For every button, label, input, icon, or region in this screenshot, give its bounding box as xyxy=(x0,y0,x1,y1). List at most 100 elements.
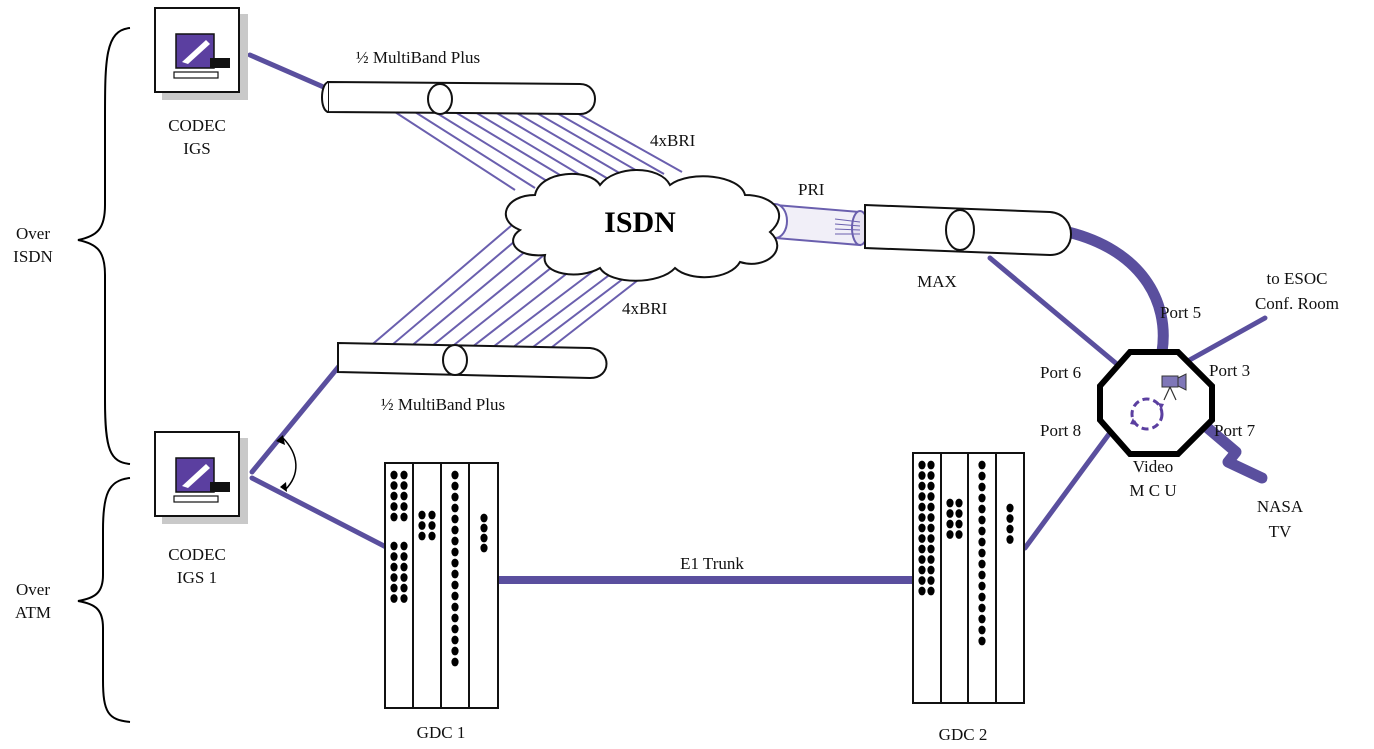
led-dot xyxy=(978,515,986,525)
led-dot xyxy=(918,565,926,575)
led-dot xyxy=(400,552,408,561)
led-dot xyxy=(390,481,398,490)
led-dot xyxy=(400,502,408,511)
led-dot xyxy=(390,541,398,551)
nasa-tv-label-1: NASA xyxy=(1257,497,1304,516)
led-dot xyxy=(927,523,935,533)
gdc2-label: GDC 2 xyxy=(939,725,988,744)
led-dot xyxy=(978,592,986,602)
led-dot xyxy=(451,646,459,656)
mcu-label-1: Video xyxy=(1133,457,1174,476)
brace-over-isdn xyxy=(77,27,131,465)
led-dot xyxy=(927,534,935,543)
bri-bottom-label: 4xBRI xyxy=(622,299,668,318)
port5-label: Port 5 xyxy=(1160,303,1201,322)
led-dot xyxy=(390,573,398,582)
led-dot xyxy=(927,555,935,564)
led-dot xyxy=(451,525,459,535)
led-dot xyxy=(451,613,459,623)
multiband-modem-bottom xyxy=(337,341,608,380)
led-dot xyxy=(451,547,459,557)
led-dot xyxy=(955,498,963,508)
led-dot xyxy=(927,502,935,512)
led-dot xyxy=(955,519,963,529)
gdc2-rack xyxy=(912,452,1025,704)
led-dot xyxy=(1006,524,1014,534)
led-dot xyxy=(927,471,935,480)
multiband-bottom-label: ½ MultiBand Plus xyxy=(381,395,505,414)
led-dot xyxy=(978,614,986,624)
gdc1-label: GDC 1 xyxy=(417,723,466,742)
led-dot xyxy=(390,470,398,480)
angle-arc-icon xyxy=(281,436,297,491)
link-codec-igs1-gdc1 xyxy=(249,475,391,551)
led-dot xyxy=(927,565,935,575)
gdc1-rack xyxy=(384,462,499,709)
led-dot xyxy=(1006,514,1014,523)
led-dot xyxy=(927,492,935,501)
e1-trunk-label: E1 Trunk xyxy=(680,554,744,573)
nasa-tv-label-2: TV xyxy=(1269,522,1292,541)
mcu-label-2: M C U xyxy=(1129,481,1176,500)
led-dot xyxy=(918,523,926,533)
led-dot xyxy=(978,548,986,558)
port3-label: Port 3 xyxy=(1209,361,1250,380)
codec-igs-device xyxy=(154,7,248,100)
computer-icon xyxy=(173,457,230,503)
multiband-modem-top xyxy=(321,80,596,116)
led-dot xyxy=(428,510,436,520)
led-dot xyxy=(927,586,935,596)
led-dot xyxy=(480,533,488,543)
led-dot xyxy=(400,512,408,522)
led-dot xyxy=(390,594,398,603)
pri-label: PRI xyxy=(798,180,825,199)
led-dot xyxy=(918,513,926,522)
led-dot xyxy=(927,460,935,470)
led-dot xyxy=(955,509,963,518)
link-gdc2-port8 xyxy=(1022,427,1115,551)
link-port3-esoc xyxy=(1183,315,1268,365)
led-dot xyxy=(451,514,459,524)
video-mcu xyxy=(1097,349,1215,457)
codec-igs1-label-2: IGS 1 xyxy=(177,568,217,587)
led-dot xyxy=(480,543,488,553)
led-dot xyxy=(428,531,436,541)
led-dot xyxy=(390,502,398,511)
led-dot xyxy=(978,526,986,536)
led-dot xyxy=(918,555,926,564)
led-dot xyxy=(946,498,954,508)
led-dot xyxy=(390,512,398,522)
led-dot xyxy=(918,460,926,470)
bri-top-label: 4xBRI xyxy=(650,131,696,150)
led-dot xyxy=(978,504,986,514)
led-dot xyxy=(451,657,459,667)
computer-icon xyxy=(173,33,230,79)
led-dot xyxy=(927,513,935,522)
isdn-label: ISDN xyxy=(604,206,676,239)
led-dot xyxy=(390,562,398,572)
codec-igs-label-2: IGS xyxy=(183,139,210,158)
camera-icon xyxy=(1161,373,1187,401)
esoc-label-2: Conf. Room xyxy=(1255,294,1339,313)
led-dot xyxy=(451,481,459,491)
led-dot xyxy=(918,534,926,543)
led-dot xyxy=(927,544,935,554)
led-dot xyxy=(480,523,488,533)
led-dot xyxy=(451,470,459,480)
over-isdn-label-2: ISDN xyxy=(13,247,53,266)
led-dot xyxy=(418,510,426,520)
led-dot xyxy=(451,580,459,590)
led-dot xyxy=(390,491,398,501)
led-dot xyxy=(978,625,986,635)
led-dot xyxy=(451,503,459,513)
link-port7-nasa xyxy=(1190,412,1268,484)
led-dot xyxy=(390,583,398,593)
codec-igs-label-1: CODEC xyxy=(168,116,226,135)
link-codec-igs-multiband xyxy=(247,52,338,95)
led-dot xyxy=(927,481,935,491)
led-dot xyxy=(400,583,408,593)
led-dot xyxy=(1006,535,1014,544)
led-dot xyxy=(918,471,926,480)
link-max-port6 xyxy=(987,255,1121,368)
bri-bundle-top xyxy=(394,111,683,191)
